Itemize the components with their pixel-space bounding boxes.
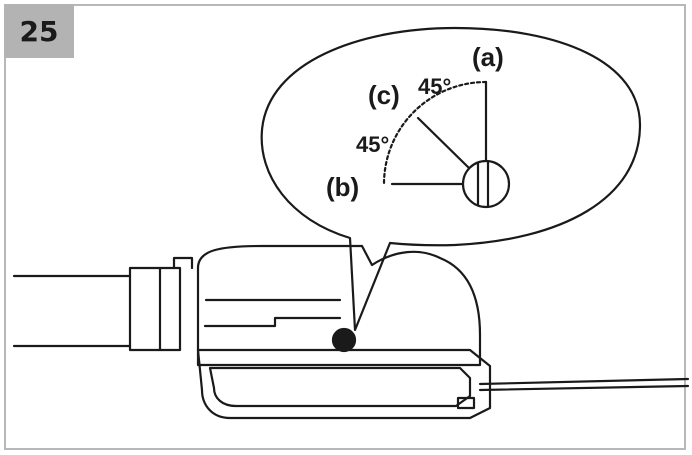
axis-c-line [416, 116, 471, 170]
trimmer-line-2 [478, 384, 690, 392]
housing-ridge [203, 298, 342, 328]
shaft-tube [12, 274, 132, 348]
step-number-badge: 25 [4, 4, 74, 58]
label-a: (a) [472, 42, 504, 72]
label-c: (c) [368, 80, 400, 110]
shaft-collar [128, 266, 182, 352]
figure-frame [4, 4, 686, 450]
blade-bolt [331, 327, 357, 353]
guard [196, 348, 492, 420]
callout-bubble [260, 26, 642, 332]
trimmer-line [478, 377, 690, 386]
shaft-flat [476, 160, 490, 208]
motor-housing [196, 244, 482, 367]
guard-inner [208, 366, 472, 408]
angle-upper-label: 45° [418, 74, 451, 99]
angle-lower-label: 45° [356, 132, 389, 157]
label-b: (b) [326, 172, 359, 202]
step-number: 25 [19, 14, 59, 48]
angle-arc [382, 80, 488, 186]
guard-slot [456, 396, 476, 410]
shaft-clip [172, 256, 194, 270]
